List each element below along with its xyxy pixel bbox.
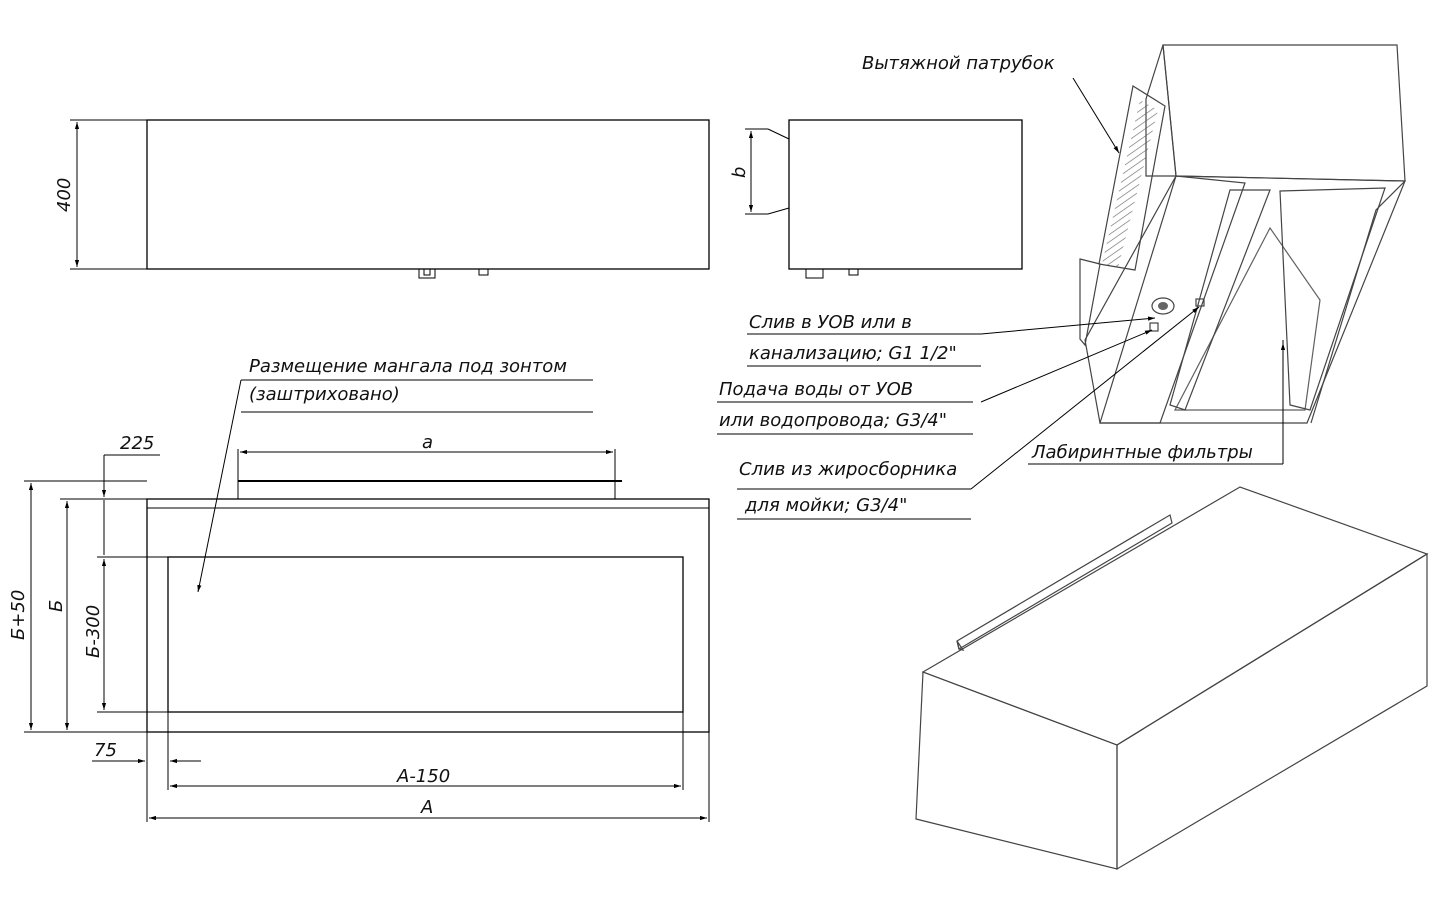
side-view xyxy=(745,119,1023,279)
dim-a-minus-150-label: А-150 xyxy=(396,766,450,787)
callout-grease-drain-line1: Слив из жиросборника xyxy=(739,459,957,480)
callout-grill-placement-line1: Размещение мангала под зонтом xyxy=(249,356,567,377)
callout-grill-placement-line2: (заштриховано) xyxy=(249,384,400,405)
callout-drain-line1: Слив в УОВ или в xyxy=(749,312,912,333)
callout-water-supply-line2: или водопровода; G3/4" xyxy=(719,410,947,431)
front-view xyxy=(70,119,710,279)
callout-drain-line2: канализацию; G1 1/2" xyxy=(749,343,957,364)
dim-b-plus-50-label: Б+50 xyxy=(8,590,29,640)
dim-b-minus-300-label: Б-300 xyxy=(83,605,104,658)
iso-top-view xyxy=(915,486,1429,871)
plan-view xyxy=(24,379,710,822)
grill-hatched-area xyxy=(167,556,684,713)
dim-b-big-label: Б xyxy=(46,600,67,612)
iso-underside-view xyxy=(717,44,1406,520)
callout-exhaust-pipe: Вытяжной патрубок xyxy=(862,53,1055,74)
dim-a-label: a xyxy=(422,432,433,453)
dim-400-label: 400 xyxy=(54,178,75,212)
dim-75-label: 75 xyxy=(94,740,117,761)
callout-labyrinth-filters: Лабиринтные фильтры xyxy=(1031,442,1253,463)
dim-225-label: 225 xyxy=(120,433,154,454)
callout-water-supply-line1: Подача воды от УОВ xyxy=(719,379,913,400)
callout-grease-drain-line2: для мойки; G3/4" xyxy=(744,495,907,516)
dim-a-big-label: А xyxy=(420,797,433,818)
dim-b-label: b xyxy=(729,167,750,178)
